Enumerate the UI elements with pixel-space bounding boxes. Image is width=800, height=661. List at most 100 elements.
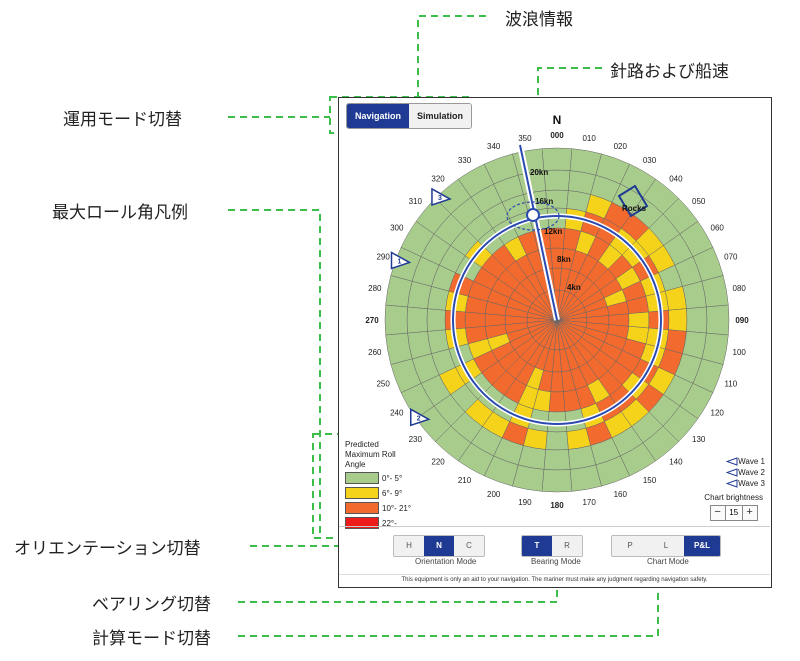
rocks-area xyxy=(617,184,649,218)
roll-cell xyxy=(384,304,408,336)
roll-cell xyxy=(543,449,571,471)
bearing-label: 200 xyxy=(487,490,501,499)
chart-mode-p-button[interactable]: P xyxy=(612,536,648,556)
wave-marker-icon xyxy=(431,187,452,207)
bearing-label: 220 xyxy=(431,458,445,467)
chart-brightness-control: Chart brightness − 15 + xyxy=(704,493,763,521)
bearing-label: 290 xyxy=(376,253,390,262)
wave-marker-icon xyxy=(390,251,412,270)
heading-line xyxy=(519,144,558,321)
bearing-label: 020 xyxy=(614,142,628,151)
legend-item: 0°- 5° xyxy=(345,471,411,485)
wave-legend: Wave 1 Wave 2 Wave 3 xyxy=(726,456,765,489)
bearing-label: 050 xyxy=(692,197,706,206)
wave-marker-number: 3 xyxy=(438,195,442,202)
roll-cell xyxy=(426,308,446,332)
bearing-label: 000 xyxy=(550,131,564,140)
bearing-label: 090 xyxy=(735,316,749,325)
brightness-value: 15 xyxy=(725,505,742,521)
bearing-label: 180 xyxy=(550,501,564,510)
bearing-label: 270 xyxy=(365,316,379,325)
simulation-mode-button[interactable]: Simulation xyxy=(409,104,472,128)
orientation-h-button[interactable]: H xyxy=(394,536,424,556)
wave-legend-item: Wave 1 xyxy=(726,456,765,467)
speed-label: 4kn xyxy=(567,283,581,292)
bearing-label: 080 xyxy=(733,284,747,293)
roll-cell xyxy=(484,313,506,327)
wave-marker-icon xyxy=(409,408,431,427)
bearing-label: 010 xyxy=(582,134,596,143)
chart-mode-label: Chart Mode xyxy=(647,557,689,566)
wave-marker-number: 1 xyxy=(397,258,401,265)
legend-title: Predicted Maximum Roll Angle xyxy=(345,440,396,469)
bearing-r-button[interactable]: R xyxy=(552,536,582,556)
bearing-label: 100 xyxy=(733,348,747,357)
disclaimer-text: This equipment is only an aid to your na… xyxy=(339,574,770,583)
callout-calc-mode-switch: 計算モード切替 xyxy=(92,629,211,649)
rocks-label: Rocks xyxy=(622,204,647,213)
bearing-label: 190 xyxy=(518,498,532,507)
brightness-decrease-button[interactable]: − xyxy=(709,505,726,521)
bearing-label: 250 xyxy=(376,379,390,388)
bearing-label: 170 xyxy=(582,498,596,507)
wave-marker-icon xyxy=(726,468,738,477)
bearing-label: 070 xyxy=(724,253,738,262)
own-ship-range xyxy=(506,201,560,231)
bearing-label: 160 xyxy=(614,490,628,499)
legend-swatch xyxy=(345,487,379,499)
bearing-label: 330 xyxy=(458,156,472,165)
speed-label: 20kn xyxy=(530,168,548,177)
legend-label: 0°- 5° xyxy=(382,473,403,483)
roll-cell xyxy=(628,311,650,329)
north-label: N xyxy=(553,113,562,127)
bearing-label: 130 xyxy=(692,435,706,444)
callout-wave-info: 波浪情報 xyxy=(505,10,573,30)
roll-angle-legend: Predicted Maximum Roll Angle 0°- 5° 6°- … xyxy=(345,440,411,530)
navigation-mode-button[interactable]: Navigation xyxy=(347,104,410,128)
roll-cell xyxy=(668,308,688,332)
bearing-t-button[interactable]: T xyxy=(522,536,552,556)
callout-orientation-switch: オリエンテーション切替 xyxy=(14,539,201,559)
orientation-c-button[interactable]: C xyxy=(454,536,484,556)
roll-cell xyxy=(706,304,730,336)
roll-cell xyxy=(548,391,566,413)
roll-cell xyxy=(541,469,573,493)
bearing-label: 030 xyxy=(643,156,657,165)
bearing-label: 230 xyxy=(409,435,423,444)
wave-marker-icon xyxy=(726,457,738,466)
brightness-increase-button[interactable]: + xyxy=(741,505,758,521)
orientation-n-button[interactable]: N xyxy=(424,536,454,556)
bearing-label: 060 xyxy=(711,224,725,233)
legend-swatch xyxy=(345,472,379,484)
speed-label: 8kn xyxy=(557,255,571,264)
roll-cell xyxy=(686,306,708,334)
bearing-label: 150 xyxy=(643,476,657,485)
chart-mode-l-button[interactable]: L xyxy=(648,536,684,556)
speed-label: 12kn xyxy=(544,227,562,236)
orientation-mode-label: Orientation Mode xyxy=(415,557,477,566)
bearing-mode-group: T R xyxy=(521,535,583,557)
callout-bearing-switch: ベアリング切替 xyxy=(92,595,211,615)
roll-cell xyxy=(608,313,630,327)
operation-mode-toggle: Navigation Simulation xyxy=(346,103,473,129)
bearing-label: 210 xyxy=(458,476,472,485)
bearing-mode-label: Bearing Mode xyxy=(531,557,581,566)
bearing-label: 040 xyxy=(669,174,683,183)
legend-swatch xyxy=(345,502,379,514)
polar-roll-chart[interactable]: 000 010 020 030 040 050 060 070 080 090 100 110 120 1… xyxy=(339,98,773,510)
orientation-mode-group: H N C xyxy=(393,535,485,557)
bearing-label: 110 xyxy=(724,379,737,388)
wave-legend-label: Wave 3 xyxy=(738,479,765,488)
bearing-label: 320 xyxy=(431,174,445,183)
bearing-label: 140 xyxy=(669,458,683,467)
own-ship-marker xyxy=(526,208,540,222)
roll-cell xyxy=(545,431,569,451)
wave-legend-item: Wave 3 xyxy=(726,478,765,489)
chart-mode-pl-button[interactable]: P&L xyxy=(684,536,720,556)
polar-display-panel: Navigation Simulation 000 010 020 030 040 050… xyxy=(338,97,772,588)
bearing-label: 350 xyxy=(518,134,532,143)
bearing-label: 300 xyxy=(390,224,404,233)
wave-marker-icon xyxy=(726,479,738,488)
bearing-label: 120 xyxy=(711,409,725,418)
wave-legend-item: Wave 2 xyxy=(726,467,765,478)
